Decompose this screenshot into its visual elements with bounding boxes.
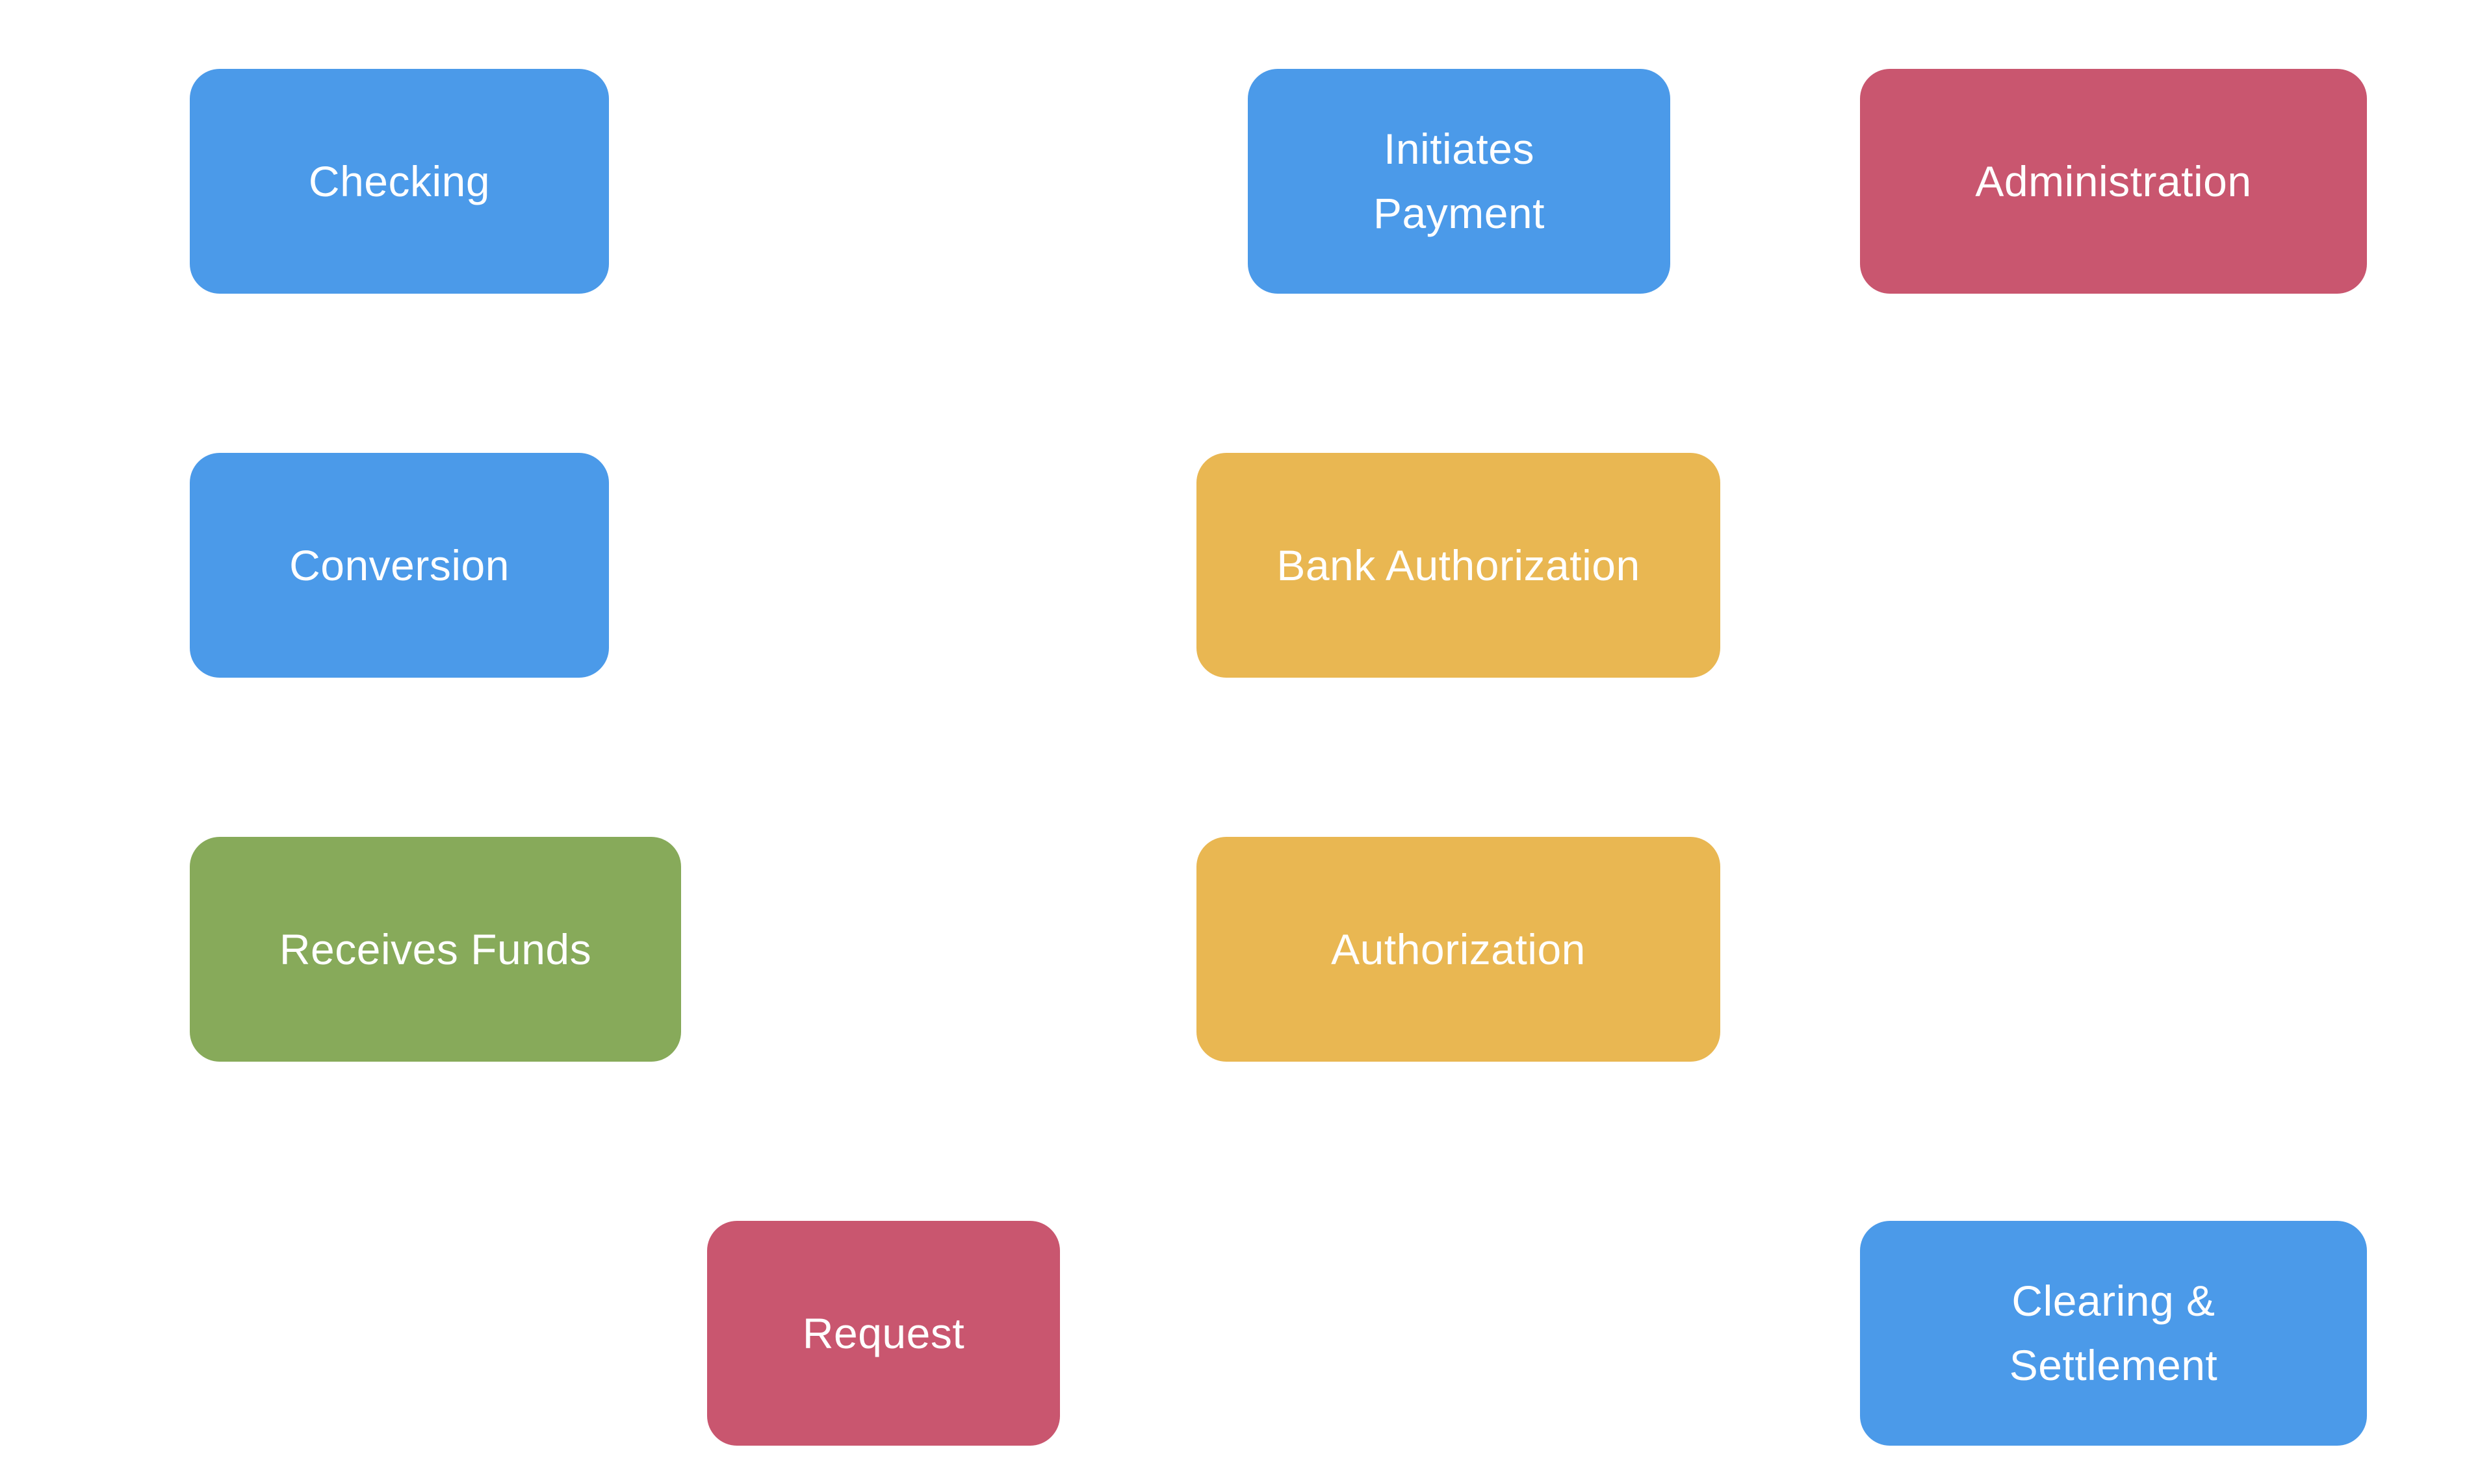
node-initiates-payment[interactable]: Initiates Payment	[1248, 69, 1670, 294]
node-administration[interactable]: Administration	[1860, 69, 2367, 294]
node-conversion[interactable]: Conversion	[190, 453, 609, 678]
node-checking[interactable]: Checking	[190, 69, 609, 294]
node-authorization[interactable]: Authorization	[1196, 837, 1720, 1062]
node-administration-label: Administration	[1975, 157, 2252, 205]
node-clearing-settlement-label: Clearing & Settlement	[2009, 1277, 2218, 1389]
node-receives-funds-label: Receives Funds	[279, 925, 592, 973]
node-bank-authorization-label: Bank Authorization	[1276, 541, 1640, 589]
node-initiates-payment-label: Initiates Payment	[1373, 125, 1545, 237]
node-conversion-label: Conversion	[289, 541, 510, 589]
node-clearing-settlement[interactable]: Clearing & Settlement	[1860, 1221, 2367, 1446]
node-request-label: Request	[802, 1309, 965, 1357]
node-receives-funds[interactable]: Receives Funds	[190, 837, 681, 1062]
node-authorization-label: Authorization	[1331, 925, 1586, 973]
node-bank-authorization[interactable]: Bank Authorization	[1196, 453, 1720, 678]
node-checking-label: Checking	[308, 157, 491, 205]
node-request[interactable]: Request	[707, 1221, 1060, 1446]
